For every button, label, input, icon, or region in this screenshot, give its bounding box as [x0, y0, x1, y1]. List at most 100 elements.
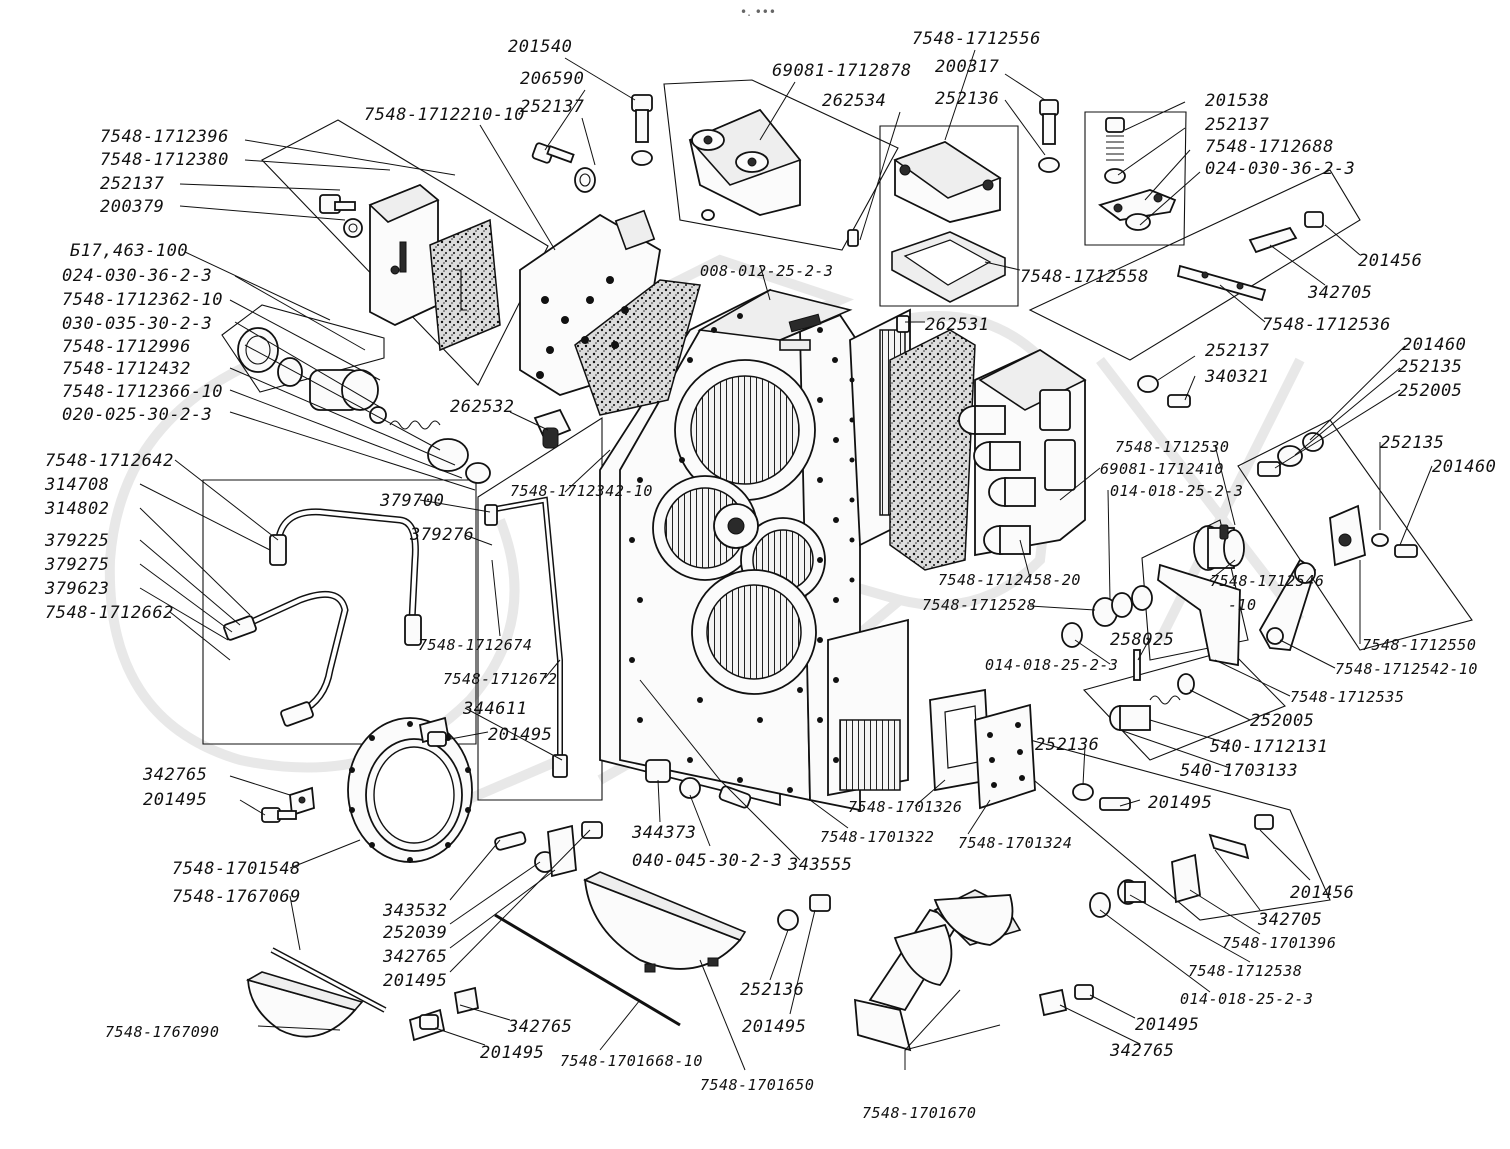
right-top-plate [1098, 117, 1177, 231]
label-7548-1712688: 7548-1712688 [1205, 137, 1334, 157]
label-252135: 252135 [1398, 357, 1462, 377]
label-040-045-30-2-3: 040-045-30-2-3 [632, 851, 782, 871]
label-344611: 344611 [462, 699, 527, 719]
label-7548-1712642: 7548-1712642 [45, 451, 174, 471]
label-201495-d: 201495 [383, 971, 447, 991]
label-340321: 340321 [1204, 367, 1269, 387]
label-201495-g: 201495 [1135, 1015, 1199, 1035]
label-379276: 379276 [409, 525, 474, 545]
label-7548-1701548: 7548-1701548 [172, 859, 301, 879]
label-201456-b: 201456 [1290, 883, 1354, 903]
bracket-top-right [1137, 211, 1324, 408]
label-7548-1712672: 7548-1712672 [443, 670, 557, 688]
bolts-lower-left [418, 716, 752, 878]
label-014-018-25-2-3-b: 014-018-25-2-3 [985, 656, 1118, 674]
label-7548-1712662: 7548-1712662 [45, 603, 174, 623]
label-343532: 343532 [382, 901, 447, 921]
label-252136-c: 252136 [740, 980, 804, 1000]
label-252137: 252137 [520, 97, 585, 117]
label-7548-1712556: 7548-1712556 [912, 29, 1041, 49]
label-7548-1712210-10: 7548-1712210-10 [364, 105, 525, 125]
label-262532: 262532 [450, 397, 514, 417]
valve-body-right [889, 329, 1087, 571]
label-252005-b: 252005 [1250, 711, 1314, 731]
label-008-012-25-2-3: 008-012-25-2-3 [700, 262, 833, 280]
oil-pipes [223, 496, 568, 778]
label-201495-f: 201495 [480, 1043, 544, 1063]
bottom-covers [245, 871, 831, 1042]
label-258025: 258025 [1110, 630, 1174, 650]
right-top-cover [891, 99, 1060, 303]
label-540-1712131: 540-1712131 [1210, 737, 1328, 757]
label-7548-1712674: 7548-1712674 [418, 636, 532, 654]
label-540-1703133: 540-1703133 [1180, 761, 1298, 781]
label-7548-1712538: 7548-1712538 [1188, 962, 1302, 980]
label-7548-1701322: 7548-1701322 [820, 828, 934, 846]
label-379275: 379275 [44, 555, 109, 575]
label-7548-1712546: 7548-1712546 [1210, 572, 1324, 590]
label-7548-1701396: 7548-1701396 [1222, 934, 1336, 952]
label-7548-1712546-suffix: -10 [1228, 596, 1257, 614]
label-262534: 262534 [822, 91, 886, 111]
transmission-housing [599, 288, 911, 812]
label-252136-b: 252136 [1035, 735, 1099, 755]
label-201495-b: 201495 [143, 790, 207, 810]
label-342705-b: 342705 [1257, 910, 1322, 930]
lever-right [1257, 432, 1418, 651]
label-252137-c: 252137 [100, 174, 165, 194]
label-7548-1767090: 7548-1767090 [105, 1023, 219, 1041]
label-342765-c: 342765 [507, 1017, 572, 1037]
cover-plate-left [319, 183, 501, 352]
label-7548-1712362-10: 7548-1712362-10 [62, 290, 223, 310]
label-014-018-25-2-3-c: 014-018-25-2-3 [1180, 990, 1313, 1008]
plunger-assembly [237, 327, 491, 484]
label-379623: 379623 [44, 579, 109, 599]
label-7548-1712380: 7548-1712380 [100, 150, 229, 170]
label-020-025-30-2-3: 020-025-30-2-3 [62, 405, 212, 425]
label-7548-1712458-20: 7548-1712458-20 [938, 571, 1081, 589]
label-343555: 343555 [787, 855, 852, 875]
label-7548-1701670: 7548-1701670 [862, 1104, 976, 1122]
label-7548-1712535: 7548-1712535 [1290, 688, 1404, 706]
label-342765-d: 342765 [1109, 1041, 1174, 1061]
label-201495: 201495 [488, 725, 552, 745]
label-7548-1712550: 7548-1712550 [1362, 636, 1476, 654]
label-314802: 314802 [44, 499, 109, 519]
label-200379: 200379 [100, 197, 164, 217]
label-7548-1701324: 7548-1701324 [958, 834, 1072, 852]
label-7548-1712396: 7548-1712396 [100, 127, 229, 147]
label-7548-1701650: 7548-1701650 [700, 1076, 814, 1094]
label-7548-1701668-10: 7548-1701668-10 [560, 1052, 703, 1070]
label-252135-b: 252135 [1380, 433, 1444, 453]
part-labels: 201540 206590 252137 69081-1712878 7548-… [44, 29, 1496, 1122]
label-379225: 379225 [44, 531, 109, 551]
label-201460-b: 201460 [1432, 457, 1496, 477]
label-252137-d: 252137 [1205, 341, 1270, 361]
label-342765: 342765 [142, 765, 207, 785]
label-7548-1767069: 7548-1767069 [172, 887, 301, 907]
label-252005: 252005 [1398, 381, 1462, 401]
label-7548-1712342-10: 7548-1712342-10 [510, 482, 653, 500]
label-344373: 344373 [631, 823, 696, 843]
label-7548-1701326: 7548-1701326 [848, 798, 962, 816]
label-201456: 201456 [1358, 251, 1422, 271]
label-379700: 379700 [379, 491, 444, 511]
label-342705: 342705 [1307, 283, 1372, 303]
small-bolts [531, 142, 910, 333]
label-252039: 252039 [383, 923, 447, 943]
label-342765-b: 342765 [382, 947, 447, 967]
label-201495-e: 201495 [742, 1017, 806, 1037]
label-024-030-36-2-3: 024-030-36-2-3 [1205, 159, 1355, 179]
access-cover-plates [929, 688, 1131, 811]
label-201540: 201540 [508, 37, 572, 57]
flange-cover [261, 717, 473, 863]
label-252137-b: 252137 [1205, 115, 1270, 135]
label-200317: 200317 [935, 57, 1000, 77]
leader-lines [139, 49, 1433, 1071]
label-314708: 314708 [44, 475, 109, 495]
drain-plug [533, 408, 572, 449]
label-201460: 201460 [1402, 335, 1466, 355]
label-030-035-30-2-3: 030-035-30-2-3 [62, 314, 212, 334]
label-252136: 252136 [935, 89, 999, 109]
